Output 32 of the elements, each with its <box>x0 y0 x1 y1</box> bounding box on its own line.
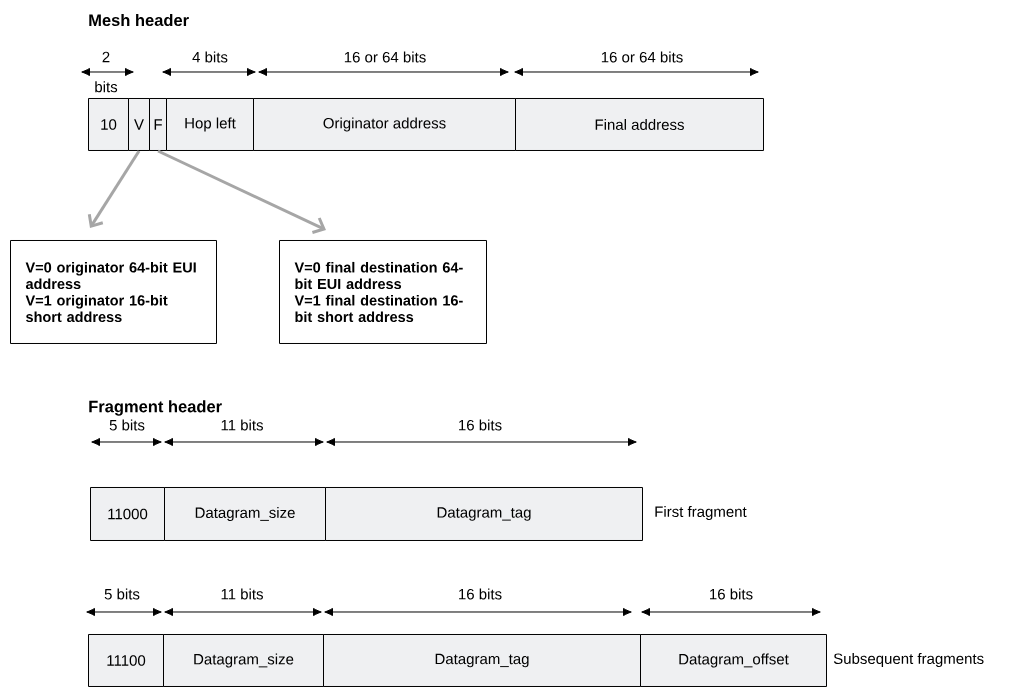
callout-box: V=0 originator 64-bit EUI address V=1 originator 16-bit short address <box>10 240 217 344</box>
node-label: Datagram_size <box>194 653 294 668</box>
field-box: 11100 <box>88 634 164 687</box>
node-label: Datagram_offset <box>679 653 789 668</box>
field-box: V <box>128 98 150 151</box>
heading: Mesh header <box>89 13 189 27</box>
node-label: Datagram_tag <box>435 653 529 668</box>
field-box: Datagram_offset <box>640 634 827 687</box>
arrow <box>87 150 141 228</box>
heading: Fragment header <box>89 400 222 416</box>
arrow <box>157 149 326 234</box>
field-box: Final address <box>515 98 764 151</box>
field-box: Datagram_tag <box>325 487 643 541</box>
dimension-label: 16 or 64 bits <box>344 51 426 63</box>
row-label: First fragment <box>655 506 747 520</box>
field-box: F <box>149 98 167 151</box>
field-box: 11000 <box>90 487 165 541</box>
dimension-label: 5 bits <box>109 419 145 431</box>
field-box: 10 <box>88 98 129 151</box>
dimension-label: 16 bits <box>710 588 753 600</box>
callout-box: V=0 final destination 64-bit EUI address V=1 final destination 16-bit short address <box>279 240 487 344</box>
dimension-label: 4 bits <box>192 51 228 63</box>
dimension-label: 16 bits <box>459 588 502 600</box>
dimension-label: 5 bits <box>104 588 140 600</box>
dimension-label: 16 bits <box>459 419 502 431</box>
dimension-label: 11 bits <box>221 588 263 600</box>
dimension-label: 11 bits <box>221 419 263 431</box>
row-label: Subsequent fragments <box>833 653 984 667</box>
node-label: 11100 <box>107 655 146 666</box>
dimension-label: 16 or 64 bits <box>601 51 683 63</box>
dimension-label: 2 bits <box>95 51 118 93</box>
field-box: Datagram_tag <box>323 634 641 687</box>
